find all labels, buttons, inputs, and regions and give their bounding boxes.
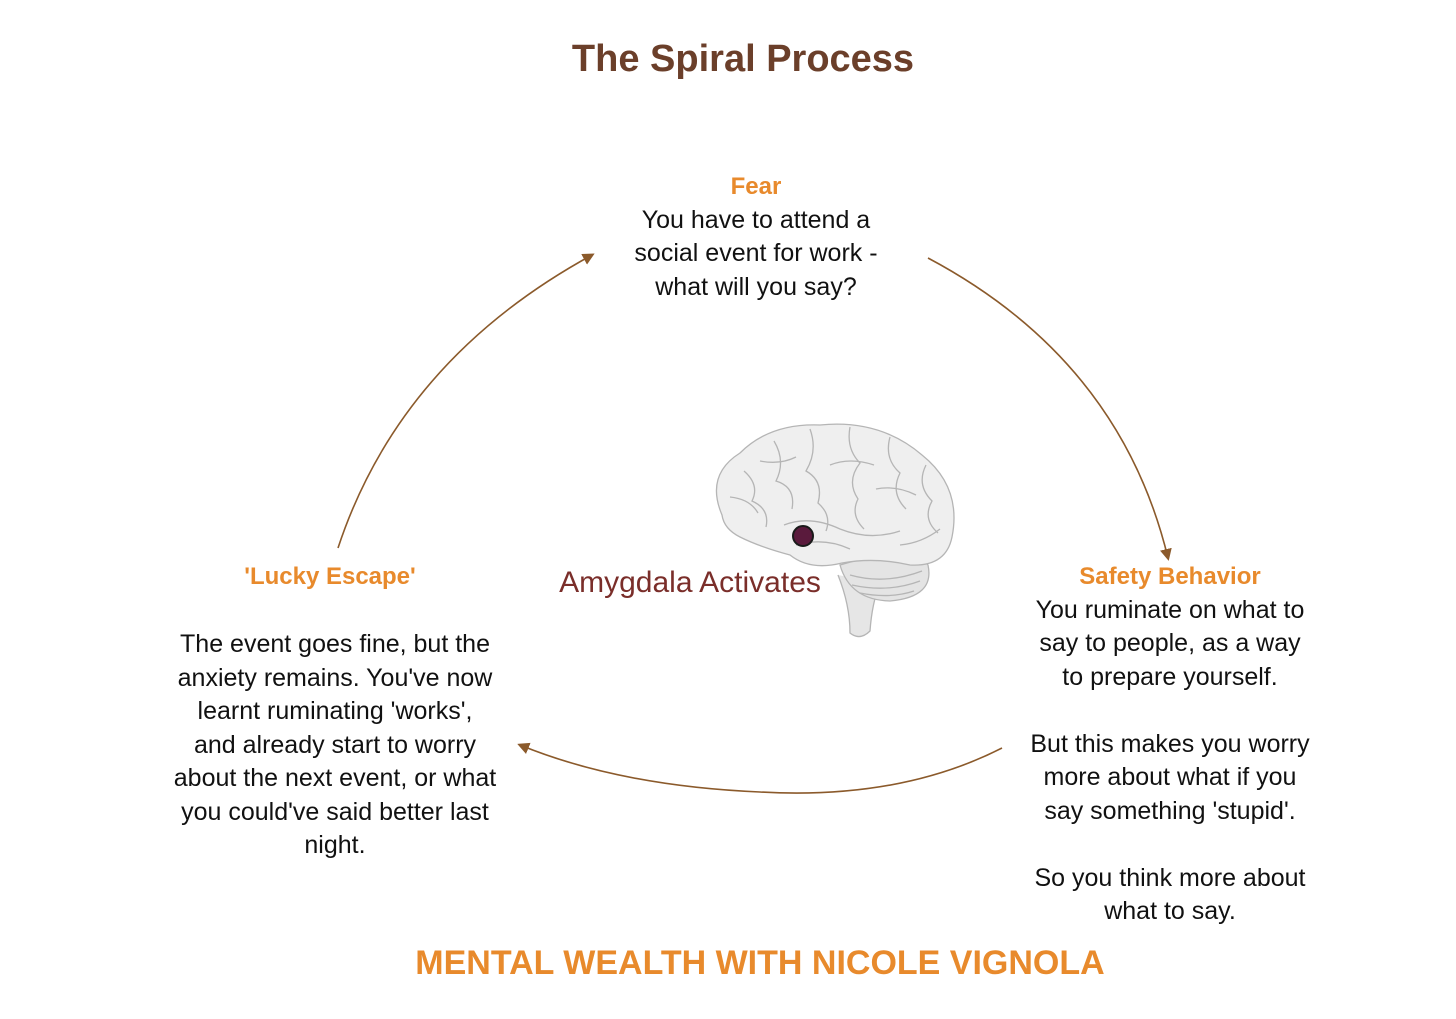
fear-body: You have to attend a social event for wo… [634,205,878,301]
arrow-safety-to-lucky [517,742,1003,794]
footer-credit: MENTAL WEALTH WITH NICOLE VIGNOLA [415,944,1105,982]
safety-behavior-node: Safety Behavior You ruminate on what to … [1000,560,1340,929]
diagram-title: The Spiral Process [571,38,915,80]
lucky-escape-body: The event goes fine, but the anxiety rem… [173,630,497,859]
lucky-escape-heading: 'Lucky Escape' [244,563,416,590]
safety-behavior-heading: Safety Behavior [1079,563,1261,590]
brain-icon [715,423,955,638]
amygdala-dot [792,525,814,547]
fear-heading: Fear [730,173,782,200]
safety-behavior-body: You ruminate on what to say to people, a… [1030,595,1310,926]
arrow-fear-to-safety [927,257,1172,561]
fear-node: Fear You have to attend a social event f… [596,170,916,304]
amygdala-label: Amygdala Activates [559,566,821,599]
arrow-lucky-to-fear [337,253,595,549]
